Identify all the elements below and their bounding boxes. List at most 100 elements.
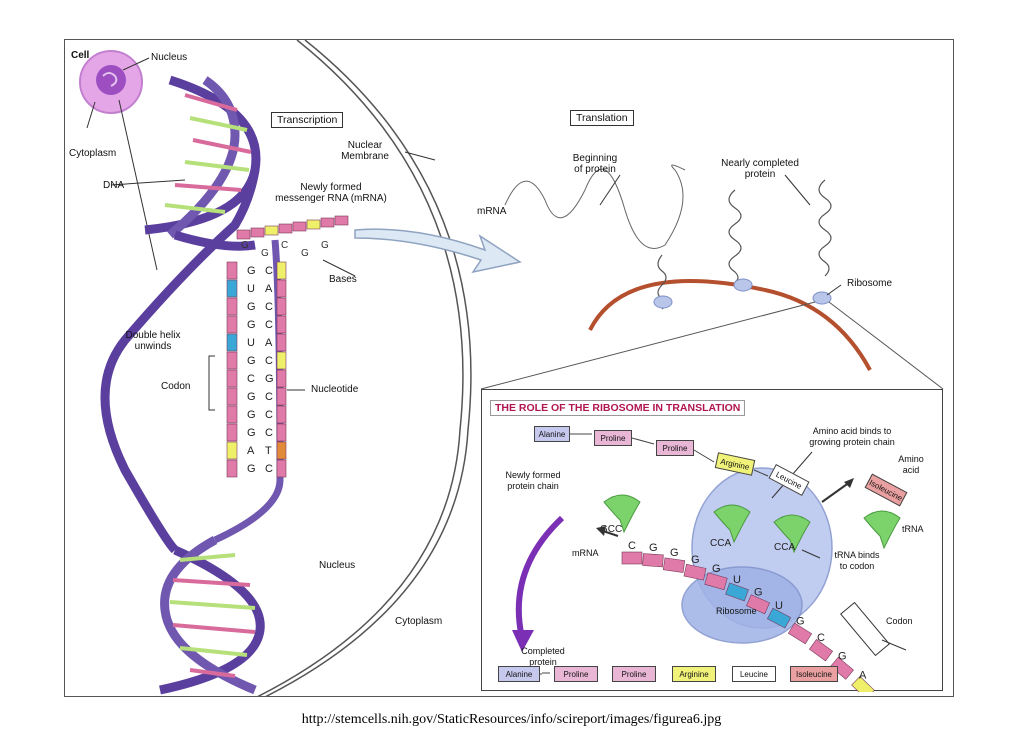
completion-arrow	[515, 515, 565, 639]
inset-base-letter: U	[733, 574, 741, 586]
dna-segment	[276, 333, 287, 352]
amino-bottom-6: Isoleucine	[790, 666, 838, 682]
label-cytoplasm-left: Cytoplasm	[69, 148, 117, 159]
dna-rung	[174, 183, 242, 192]
mrna-segment	[264, 225, 279, 236]
label-mrna-right: mRNA	[477, 206, 507, 217]
base-letter: G	[247, 319, 256, 331]
inset-mrna-segment	[851, 675, 875, 692]
amino-bottom-4: Arginine	[672, 666, 716, 682]
mrna-segment	[236, 229, 251, 240]
inset-base-letter: C	[817, 632, 825, 644]
inset-base-letter: G	[691, 554, 700, 566]
base-letter: C	[265, 427, 273, 439]
label-cell: Cell	[71, 50, 90, 61]
dna-rung	[192, 138, 252, 154]
dna-rung	[184, 93, 238, 112]
dna-segment	[276, 369, 287, 388]
amino-bottom-2: Proline	[554, 666, 598, 682]
mrna-segment	[334, 215, 349, 226]
base-letter: A	[247, 445, 255, 457]
inset-base-letter: U	[775, 600, 783, 612]
amino-top-3: Proline	[656, 440, 694, 456]
mrna-segment	[226, 423, 238, 442]
dna-rung	[172, 578, 251, 587]
anticodon-letters: GCC	[600, 524, 622, 535]
mrna-segment	[226, 261, 238, 280]
amino-top-1: Alanine	[534, 426, 570, 442]
mrna-segment	[226, 369, 238, 388]
inset-title: THE ROLE OF THE RIBOSOME IN TRANSLATION	[490, 400, 746, 416]
trna-shape	[863, 510, 901, 550]
base-letter: G	[247, 427, 256, 439]
inset-mrna-segment	[787, 622, 813, 645]
label-nucleus-center: Nucleus	[319, 560, 356, 571]
label-ribosome-inset: Ribosome	[716, 606, 757, 616]
label-trna: tRNA	[902, 524, 924, 534]
mrna-strand-translation	[588, 279, 872, 371]
inset-mrna-segment	[704, 572, 728, 591]
base-letter: C	[281, 240, 288, 251]
inset-mrna-segment	[746, 594, 770, 615]
inset-base-letter: C	[628, 540, 636, 552]
base-letter: C	[265, 409, 273, 421]
dna-segment	[276, 459, 287, 478]
mrna-segment	[226, 387, 238, 406]
dna-rung	[172, 623, 256, 634]
amino-bottom-1: Alanine	[498, 666, 540, 682]
mrna-segment	[320, 217, 335, 228]
base-letter: G	[247, 409, 256, 421]
mrna-segment	[226, 459, 238, 478]
base-letter: G	[241, 240, 249, 251]
inset-mrna-segment	[830, 656, 854, 680]
mrna-segment	[226, 315, 238, 334]
mrna-segment	[226, 297, 238, 316]
inset-base-letter: G	[754, 586, 763, 598]
dna-rung	[189, 668, 236, 678]
dna-segment	[276, 423, 287, 442]
label-cytoplasm-bottom: Cytoplasm	[395, 616, 443, 627]
inset-mrna-segment	[683, 563, 707, 581]
base-letter: C	[265, 391, 273, 403]
inset-base-letter: G	[796, 615, 805, 627]
inset-mrna-segment	[725, 582, 749, 602]
dna-segment	[276, 279, 287, 298]
anticodon-letters: CCA	[710, 538, 731, 549]
base-letter: G	[265, 373, 274, 385]
source-url: http://stemcells.nih.gov/StaticResources…	[301, 712, 722, 727]
mrna-segment	[306, 219, 321, 230]
base-letter: G	[247, 391, 256, 403]
base-letter: C	[265, 265, 273, 277]
trna-shape	[713, 504, 751, 544]
base-letter: G	[247, 265, 256, 277]
mrna-segment	[226, 441, 238, 460]
base-letter: C	[265, 301, 273, 313]
dna-segment	[276, 351, 287, 370]
dna-segment	[276, 387, 287, 406]
amino-bottom-5: Leucine	[732, 666, 776, 682]
inset-mrna-segment	[662, 557, 686, 573]
nucleus-icon	[96, 65, 126, 95]
dna-segment	[276, 405, 287, 424]
dna-rung	[184, 160, 250, 172]
dna-segment	[276, 297, 287, 316]
base-letter: U	[247, 337, 255, 349]
label-bases: Bases	[329, 274, 357, 285]
inset-base-letter: G	[649, 542, 658, 554]
dna-rung	[164, 203, 226, 214]
dna-segment	[276, 261, 287, 280]
base-letter: G	[321, 240, 329, 251]
inset-mrna-segment	[808, 639, 834, 662]
